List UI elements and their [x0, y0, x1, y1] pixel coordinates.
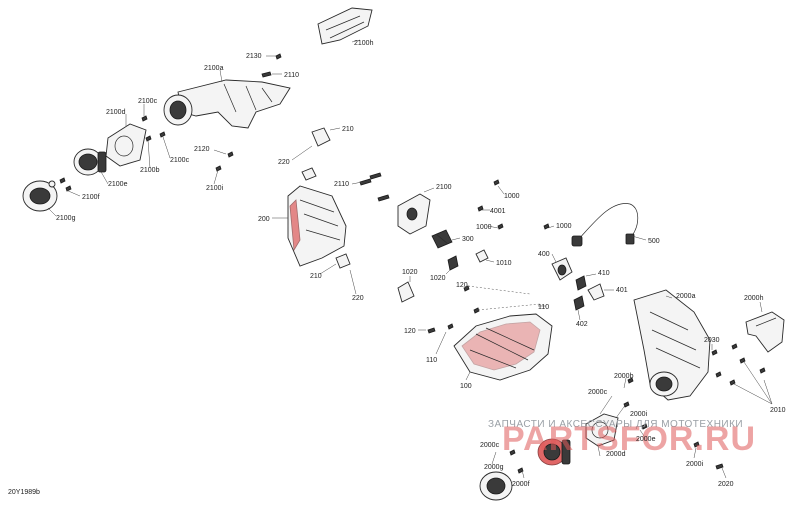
screws-2110-group	[359, 172, 390, 202]
part-2000c-bezel	[585, 413, 619, 447]
label-2100: 2100	[436, 184, 452, 191]
label-400: 400	[538, 251, 550, 258]
label-2100a: 2100a	[204, 65, 224, 72]
label-120-a: 120	[456, 282, 468, 289]
part-400-socket	[551, 257, 573, 281]
part-1020-bulb	[447, 255, 459, 271]
label-100: 100	[460, 383, 472, 390]
part-2100g-lens	[22, 180, 58, 212]
part-200-housing	[287, 185, 347, 267]
part-1010-clip	[475, 249, 489, 263]
label-2020: 2020	[718, 481, 734, 488]
label-2100h-top: 2100h	[354, 40, 374, 47]
leader-lines	[47, 39, 773, 479]
part-1020-bracket	[397, 281, 415, 303]
watermark-line2: PARTSFOR.RU	[502, 420, 756, 458]
label-2000d: 2000d	[606, 451, 626, 458]
label-2100f: 2100f	[82, 194, 100, 201]
label-2000c-a: 2000c	[588, 389, 608, 396]
label-220-a: 220	[278, 159, 290, 166]
label-300: 300	[462, 236, 474, 243]
label-2000i-b: 2000i	[686, 461, 704, 468]
screws-2010-group	[711, 343, 766, 386]
label-210-b: 210	[310, 273, 322, 280]
label-2010: 2010	[770, 407, 786, 414]
label-210-a: 210	[342, 126, 354, 133]
part-2100e-lamp	[73, 148, 107, 176]
label-1010: 1010	[496, 260, 512, 267]
label-2100d: 2100d	[106, 109, 126, 116]
part-2100-bracket	[397, 193, 431, 235]
label-1000-c: 1000	[556, 223, 572, 230]
label-2000e: 2000e	[636, 436, 656, 443]
label-2100b: 2100b	[140, 167, 160, 174]
label-2100c-a: 2100c	[138, 98, 158, 105]
label-2000i-a: 2000i	[630, 411, 648, 418]
label-2000a: 2000a	[676, 293, 696, 300]
part-2100h-cover	[317, 7, 373, 45]
part-2000e-lamp	[537, 438, 571, 466]
label-2100c-b: 2100c	[170, 157, 190, 164]
part-110-120-fasteners	[427, 285, 480, 334]
label-200: 200	[258, 216, 270, 223]
label-2000b: 2000b	[614, 373, 634, 380]
label-2100i: 2100i	[206, 185, 224, 192]
part-2100d-bezel	[105, 123, 147, 167]
label-2130: 2130	[246, 53, 262, 60]
label-1000-b: 1000	[476, 224, 492, 231]
label-2120: 2120	[194, 146, 210, 153]
part-labels: 2100h 2130 2110 2100a 2100d 2100c 2100c …	[56, 40, 786, 488]
label-2000h: 2000h	[744, 295, 764, 302]
part-100-headlight	[453, 313, 553, 381]
label-1020-a: 1020	[402, 269, 418, 276]
label-500: 500	[648, 238, 660, 245]
part-1000-screws	[477, 179, 550, 230]
label-402: 402	[576, 321, 588, 328]
diagram-code: 20Y1989b	[8, 489, 40, 496]
label-2000g: 2000g	[484, 464, 504, 471]
part-300-bulb	[431, 229, 453, 249]
label-2000f: 2000f	[512, 481, 530, 488]
label-410: 410	[598, 270, 610, 277]
part-402-bulb	[573, 295, 585, 311]
label-110-a: 110	[538, 304, 549, 311]
label-110-b: 110	[426, 357, 437, 364]
watermark-line1: ЗАПЧАСТИ И АКСЕССУАРЫ ДЛЯ МОТОТЕХНИКИ	[488, 419, 743, 430]
screws-2100-group	[59, 53, 282, 192]
part-2100a-housing	[163, 79, 291, 129]
part-2000g-lens	[479, 471, 513, 501]
part-210-clip	[301, 127, 351, 269]
label-2030: 2030	[704, 337, 720, 344]
label-220-b: 220	[352, 295, 364, 302]
label-2100e: 2100e	[108, 181, 128, 188]
part-2000h-cover	[745, 311, 785, 353]
label-120-b: 120	[404, 328, 416, 335]
label-401: 401	[616, 287, 628, 294]
label-4001: 4001	[490, 208, 506, 215]
label-2100g: 2100g	[56, 215, 76, 222]
label-1000-a: 1000	[504, 193, 520, 200]
part-401-socket	[587, 283, 605, 301]
label-2000c-b: 2000c	[480, 442, 500, 449]
part-410-bulb	[575, 275, 587, 291]
part-2000a-housing	[633, 289, 711, 401]
label-1020-b: 1020	[430, 275, 446, 282]
label-2110-b: 2110	[334, 181, 349, 188]
label-2110-a: 2110	[284, 72, 299, 79]
part-500-harness	[571, 203, 639, 247]
